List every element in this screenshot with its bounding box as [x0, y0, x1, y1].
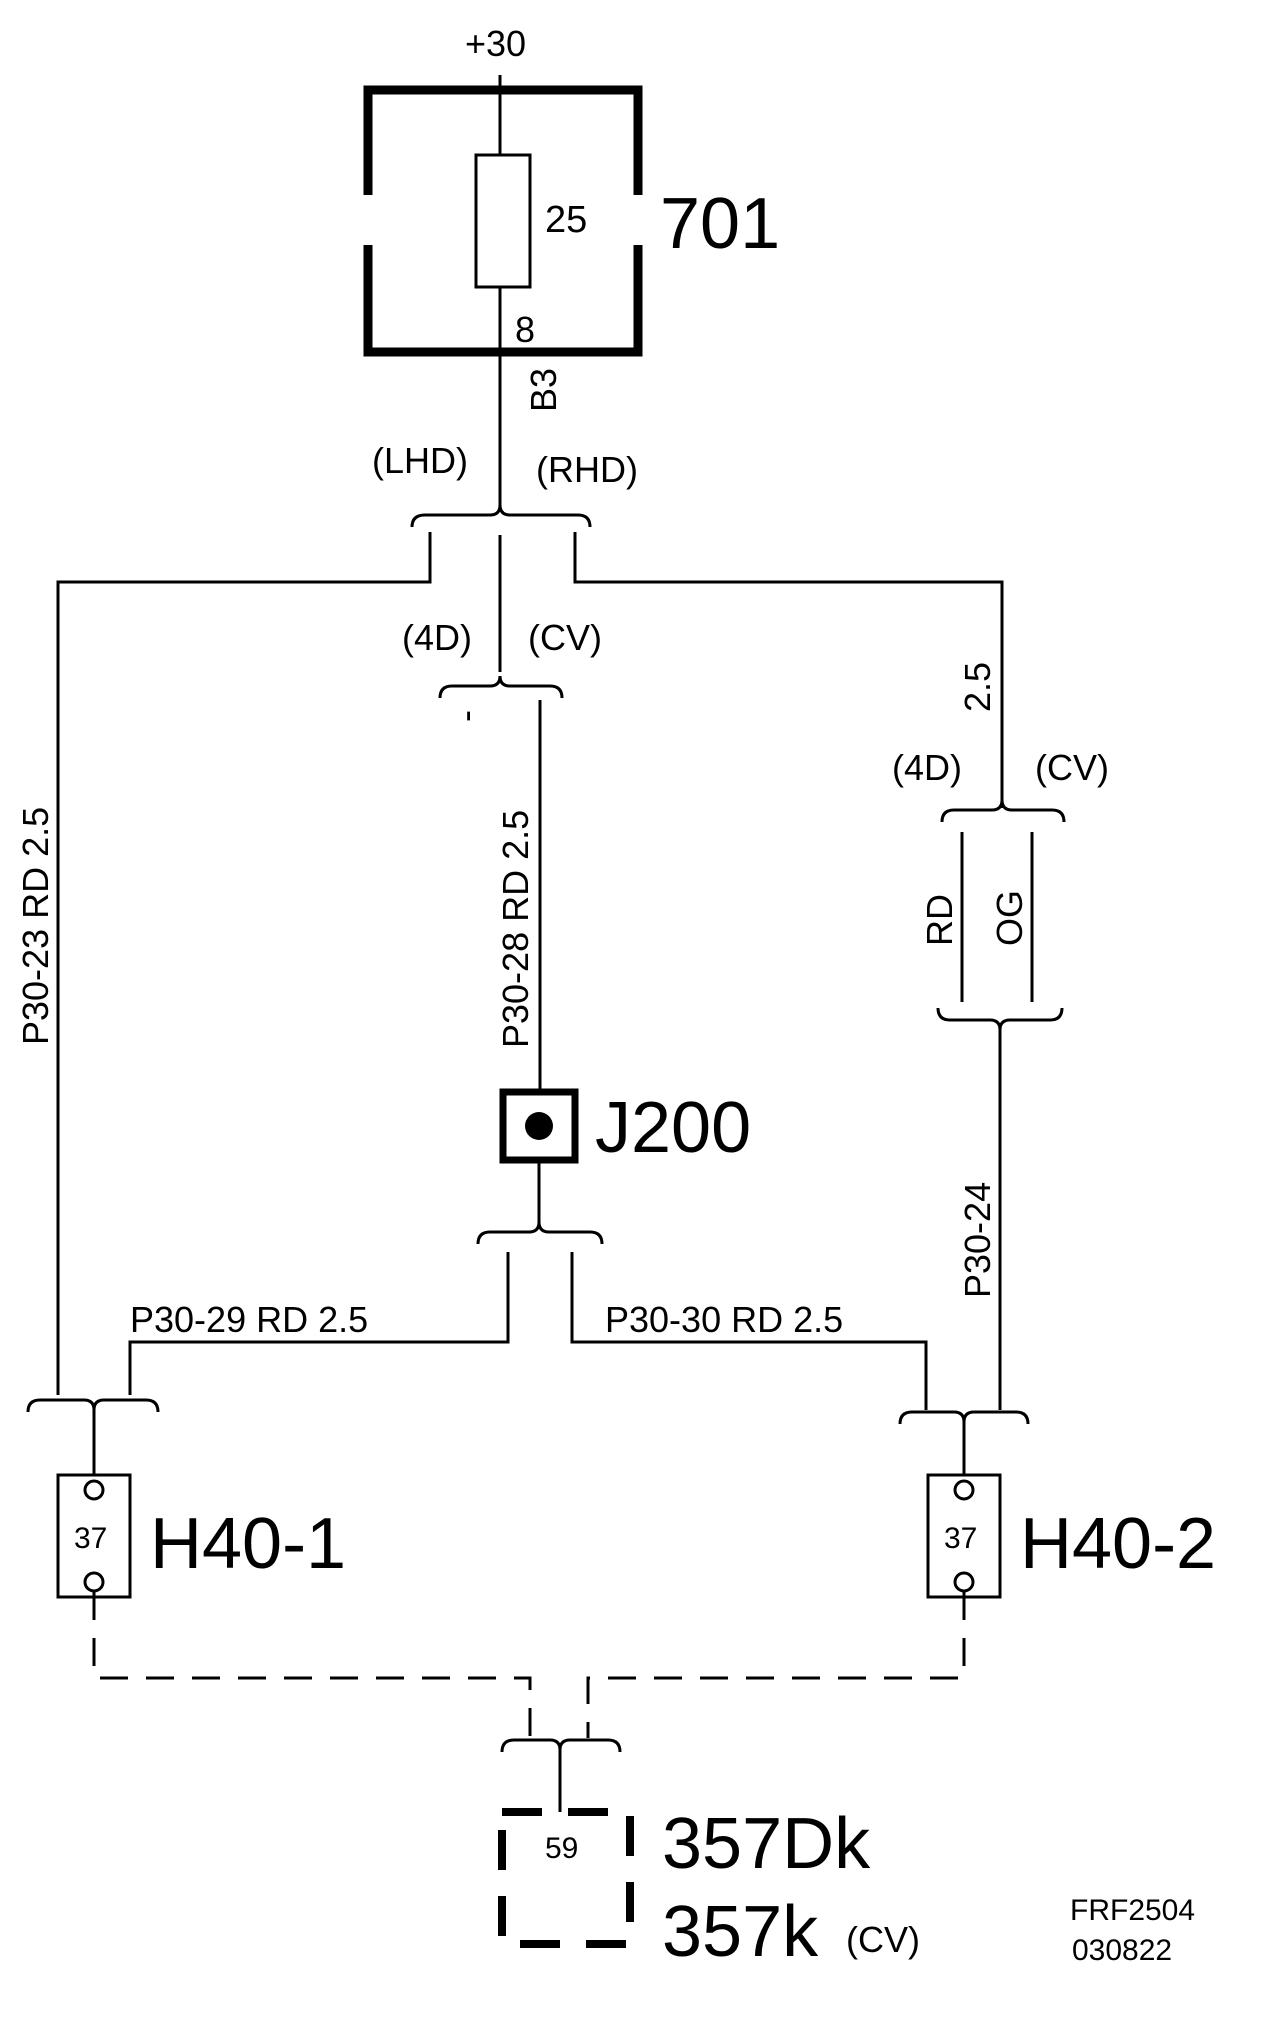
- h40-2-pin-top: [953, 1479, 975, 1501]
- wire-label-p30-29: P30-29 RD 2.5: [130, 1299, 368, 1340]
- dashed-wire-h40-1: [92, 1592, 532, 1738]
- fuse-box-701-outline: [363, 85, 643, 357]
- right-gauge: 2.5: [957, 662, 998, 712]
- right-4d: (4D): [892, 747, 962, 788]
- supply-label: +30: [465, 23, 526, 64]
- variant-dash: -: [445, 710, 486, 722]
- dashed-wire-h40-2: [586, 1592, 966, 1738]
- h40-1-id: H40-1: [150, 1504, 346, 1584]
- fuse-25-symbol: [474, 153, 532, 289]
- brace-right-top: [940, 799, 1066, 823]
- brace-j200: [476, 1221, 604, 1245]
- brace-4d-cv: [438, 675, 564, 699]
- fuse-socket: B3: [523, 368, 564, 412]
- wire-color-og: OG: [989, 890, 1030, 946]
- footer-date: 030822: [1072, 1934, 1172, 1967]
- splice-id: J200: [595, 1088, 751, 1168]
- variant-cv: (CV): [528, 617, 602, 658]
- wire-p30-30: [570, 1252, 928, 1410]
- wire-color-rd: RD: [919, 894, 960, 946]
- wire-label-p30-23: P30-23 RD 2.5: [15, 807, 56, 1045]
- variant-4d: (4D): [402, 617, 472, 658]
- h40-2-pin-label: 37: [944, 1522, 977, 1555]
- ground-id-line2: 357k: [662, 1892, 819, 1972]
- fuse-rating: 25: [545, 199, 587, 241]
- footer-code: FRF2504: [1070, 1894, 1195, 1927]
- brace-lhd-rhd: [410, 504, 592, 528]
- variant-lhd: (LHD): [372, 440, 468, 481]
- variant-rhd: (RHD): [536, 449, 638, 490]
- h40-1-pin-label: 37: [74, 1522, 107, 1555]
- right-cv: (CV): [1035, 747, 1109, 788]
- h40-1-pin-top: [83, 1479, 105, 1501]
- brace-right-bottom: [936, 1007, 1064, 1031]
- wire-p30-29: [128, 1252, 510, 1395]
- wire-p30-23: [56, 532, 432, 1395]
- wire-label-p30-30: P30-30 RD 2.5: [605, 1299, 843, 1340]
- h40-2-pin-bottom: [953, 1571, 975, 1593]
- ground-pin-label: 59: [545, 1832, 578, 1865]
- fuse-pin: 8: [515, 309, 535, 350]
- h40-2-id: H40-2: [1020, 1504, 1216, 1584]
- fuse-box-id: 701: [660, 184, 780, 264]
- j200-splice-dot: [525, 1112, 553, 1140]
- ground-id-line2-suffix: (CV): [846, 1919, 920, 1960]
- wire-label-p30-24: P30-24: [957, 1182, 998, 1298]
- ground-id-line1: 357Dk: [662, 1804, 871, 1884]
- wire-right-upper: [573, 532, 1004, 808]
- h40-1-pin-bottom: [83, 1571, 105, 1593]
- wire-label-p30-28: P30-28 RD 2.5: [495, 810, 536, 1048]
